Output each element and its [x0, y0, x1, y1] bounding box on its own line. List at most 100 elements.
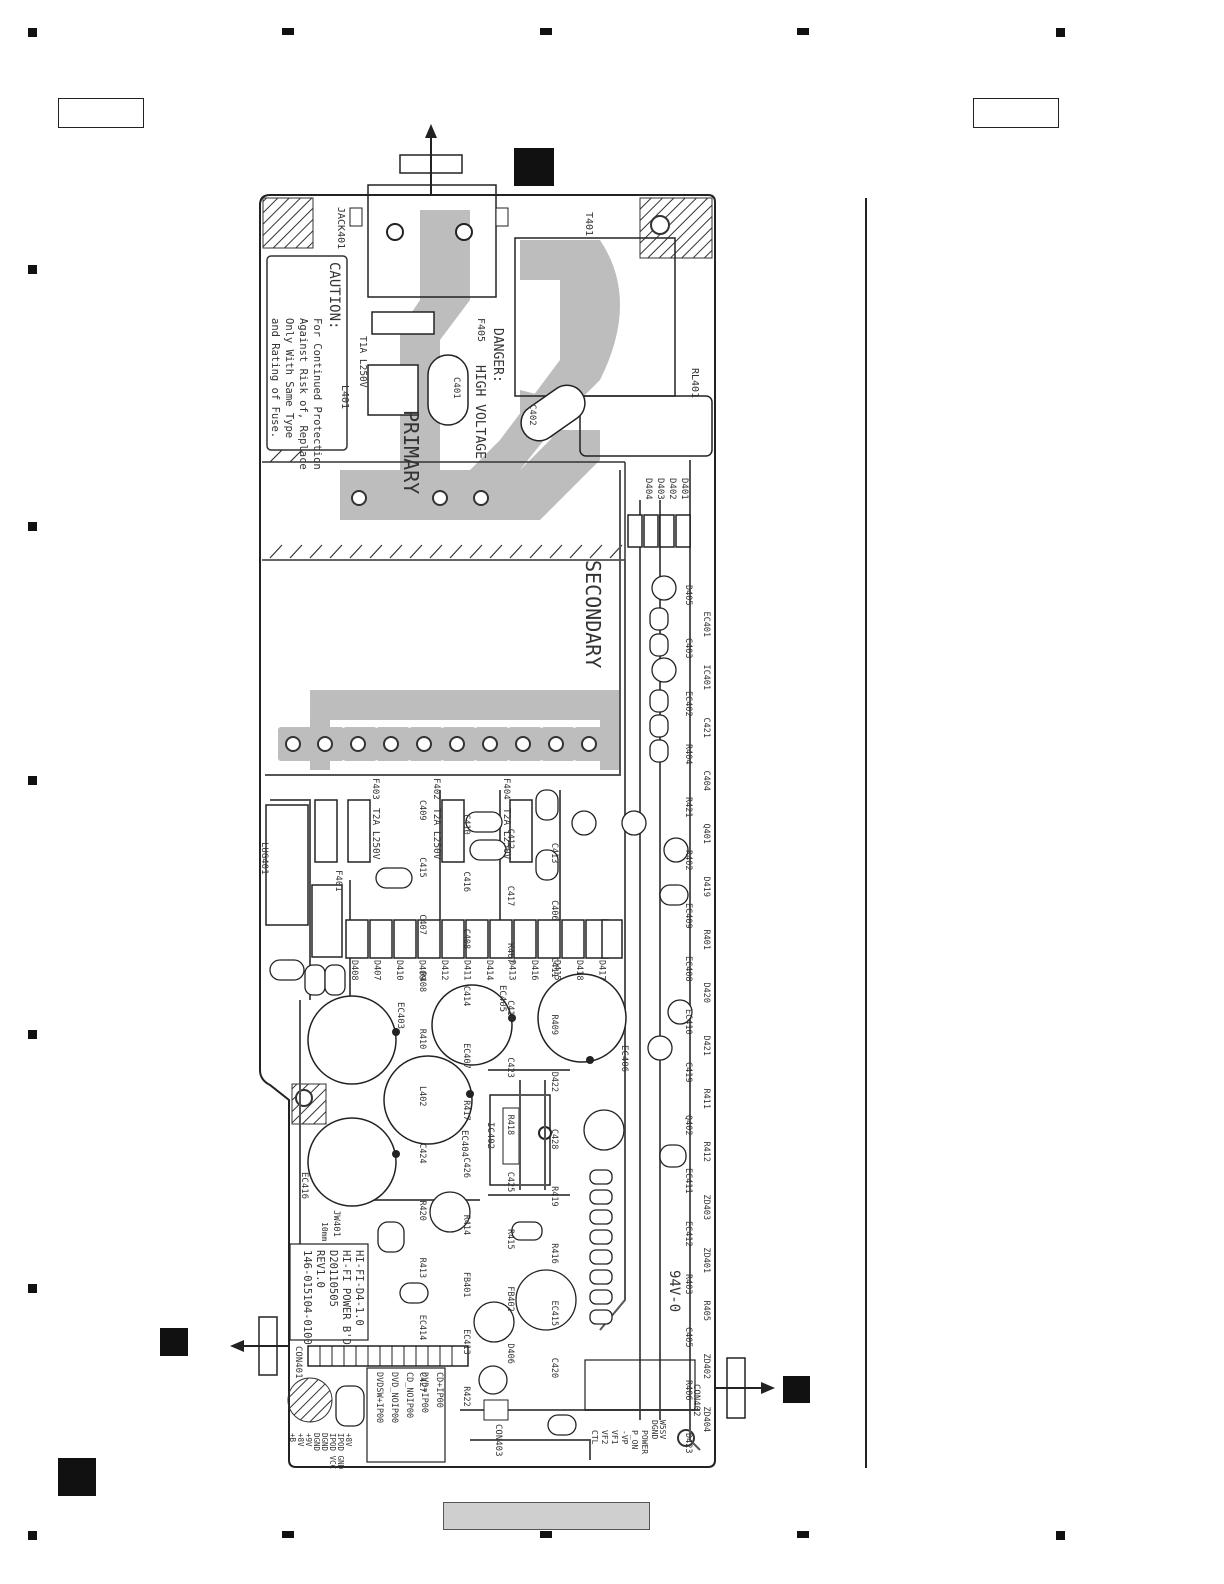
- component-ref-label: EC402: [683, 691, 693, 717]
- header-box-right: [973, 98, 1059, 128]
- svg-text:+8V: +8V: [296, 1433, 305, 1447]
- svg-text:D403: D403: [655, 478, 665, 500]
- component-ref-label: EC413: [461, 1329, 471, 1355]
- svg-text:IPOD VCC: IPOD VCC: [328, 1433, 337, 1469]
- reg-mark: [282, 28, 294, 35]
- svg-text:F404: F404: [501, 778, 511, 800]
- component-ref-label: D418: [574, 960, 584, 980]
- component-ref-label: FB402: [505, 1286, 515, 1312]
- component-ref-label: R420: [417, 1200, 427, 1220]
- reg-mark: [540, 28, 552, 35]
- svg-text:CD_NOIP00: CD_NOIP00: [404, 1372, 414, 1418]
- component-ref-label: C414: [461, 986, 471, 1006]
- component-ref-label: D420: [701, 983, 711, 1003]
- component-ref-label: EC401: [701, 612, 711, 638]
- component-ref-label: C405: [683, 1327, 693, 1347]
- component-ref-label: D423: [683, 1433, 693, 1453]
- component-ref-label: L402: [417, 1086, 427, 1106]
- svg-text:EC405: EC405: [497, 985, 507, 1012]
- reg-mark: [282, 1531, 294, 1538]
- component-ref-label: R408: [417, 972, 427, 992]
- component-ref-label: EC411: [683, 1168, 693, 1194]
- reg-mark: [28, 1284, 37, 1293]
- component-ref-label: R415: [505, 1229, 515, 1249]
- arrow-left: [230, 1316, 300, 1376]
- svg-text:For Continued Protection: For Continued Protection: [311, 318, 323, 470]
- svg-text:JW401: JW401: [331, 1210, 341, 1237]
- component-ref-label: D419: [701, 877, 711, 897]
- svg-text:-VP: -VP: [620, 1430, 629, 1445]
- big-capacitors: [307, 973, 627, 1207]
- component-ref-label: EC414: [417, 1315, 427, 1341]
- component-ref-label: EC412: [683, 1221, 693, 1247]
- component-ref-label: R417: [461, 1100, 471, 1120]
- component-ref-label: D411: [462, 960, 472, 980]
- component-ref-label: C407: [417, 914, 427, 934]
- jack-label: JACK401: [335, 207, 346, 249]
- lug-label: LUG401: [259, 842, 269, 875]
- small-parts: [269, 575, 693, 1436]
- board-labels: JACK401 CAUTION: For Continued Protectio…: [259, 207, 701, 1470]
- component-ref-label: FB401: [461, 1272, 471, 1298]
- svg-text:+B: +B: [288, 1433, 297, 1443]
- component-ref-label: D414: [484, 960, 494, 980]
- component-ref-label: D405: [683, 585, 693, 605]
- component-ref-label: R409: [549, 1015, 559, 1035]
- index-square-top: [514, 148, 554, 186]
- svg-text:DVDSW+IP00: DVDSW+IP00: [374, 1372, 384, 1423]
- component-ref-label: R405: [701, 1301, 711, 1321]
- component-ref-label: R413: [417, 1258, 427, 1278]
- svg-text:REV1.0: REV1.0: [314, 1250, 326, 1288]
- fuse-main-rating: T1A L250V: [357, 336, 368, 388]
- component-ref-label: C420: [549, 1358, 559, 1378]
- component-ref-label: C417: [505, 886, 515, 906]
- header-box-left: [58, 98, 144, 128]
- caution-title: CAUTION:: [326, 262, 342, 329]
- reg-mark: [28, 1030, 37, 1039]
- svg-text:10mm: 10mm: [320, 1222, 329, 1241]
- secondary-label: SECONDARY: [581, 560, 605, 668]
- component-ref-label: C427: [417, 1372, 427, 1392]
- component-ref-label: EC407: [461, 1043, 471, 1069]
- svg-text:DVD+IP00: DVD+IP00: [419, 1372, 429, 1413]
- svg-text:EC404: EC404: [459, 1130, 469, 1157]
- svg-text:146-015104-0100: 146-015104-0100: [301, 1250, 313, 1345]
- svg-text:IPOD GND: IPOD GND: [336, 1433, 345, 1470]
- svg-text:+9V: +9V: [304, 1433, 313, 1447]
- component-ref-label: R404: [683, 744, 693, 764]
- component-ref-label: R412: [701, 1142, 711, 1162]
- svg-text:Against Risk of, Replace: Against Risk of, Replace: [297, 318, 309, 470]
- relay-label: RL401: [689, 368, 700, 398]
- component-ref-label: Q402: [683, 1115, 693, 1135]
- svg-text:VF1: VF1: [610, 1430, 619, 1445]
- svg-text:CON403: CON403: [493, 1424, 503, 1457]
- svg-text:C401: C401: [451, 377, 461, 399]
- reg-mark: [28, 28, 37, 37]
- reg-mark: [28, 522, 37, 531]
- component-ref-label: R419: [549, 1186, 559, 1206]
- svg-text:POWER: POWER: [640, 1430, 649, 1454]
- copper-secondary: [278, 690, 620, 770]
- svg-text:CON401: CON401: [293, 1346, 303, 1379]
- component-ref-label: C412: [505, 829, 515, 849]
- svg-text:EC406: EC406: [619, 1045, 629, 1072]
- component-ref-label: ZD403: [701, 1195, 711, 1221]
- flammability-label: 94V-0: [666, 1270, 682, 1312]
- svg-text:EC403: EC403: [395, 1002, 405, 1029]
- index-square-left: [160, 1328, 188, 1356]
- primary-label: PRIMARY: [399, 410, 423, 494]
- diode-row: [345, 919, 623, 959]
- component-ref-label: C404: [701, 771, 711, 791]
- component-ref-label: C409: [417, 800, 427, 820]
- component-ref-label: C423: [505, 1057, 515, 1077]
- index-square-right: [783, 1376, 810, 1403]
- reg-mark: [797, 28, 809, 35]
- component-ref-label: D409: [417, 960, 427, 980]
- svg-text:T2A L250V: T2A L250V: [370, 808, 381, 860]
- component-ref-label: C406: [549, 900, 559, 920]
- component-ref-label: C424: [417, 1143, 427, 1163]
- component-ref-label: D417: [597, 960, 607, 980]
- svg-text:Only With Same Type: Only With Same Type: [283, 318, 295, 438]
- component-ref-label: D421: [701, 1036, 711, 1056]
